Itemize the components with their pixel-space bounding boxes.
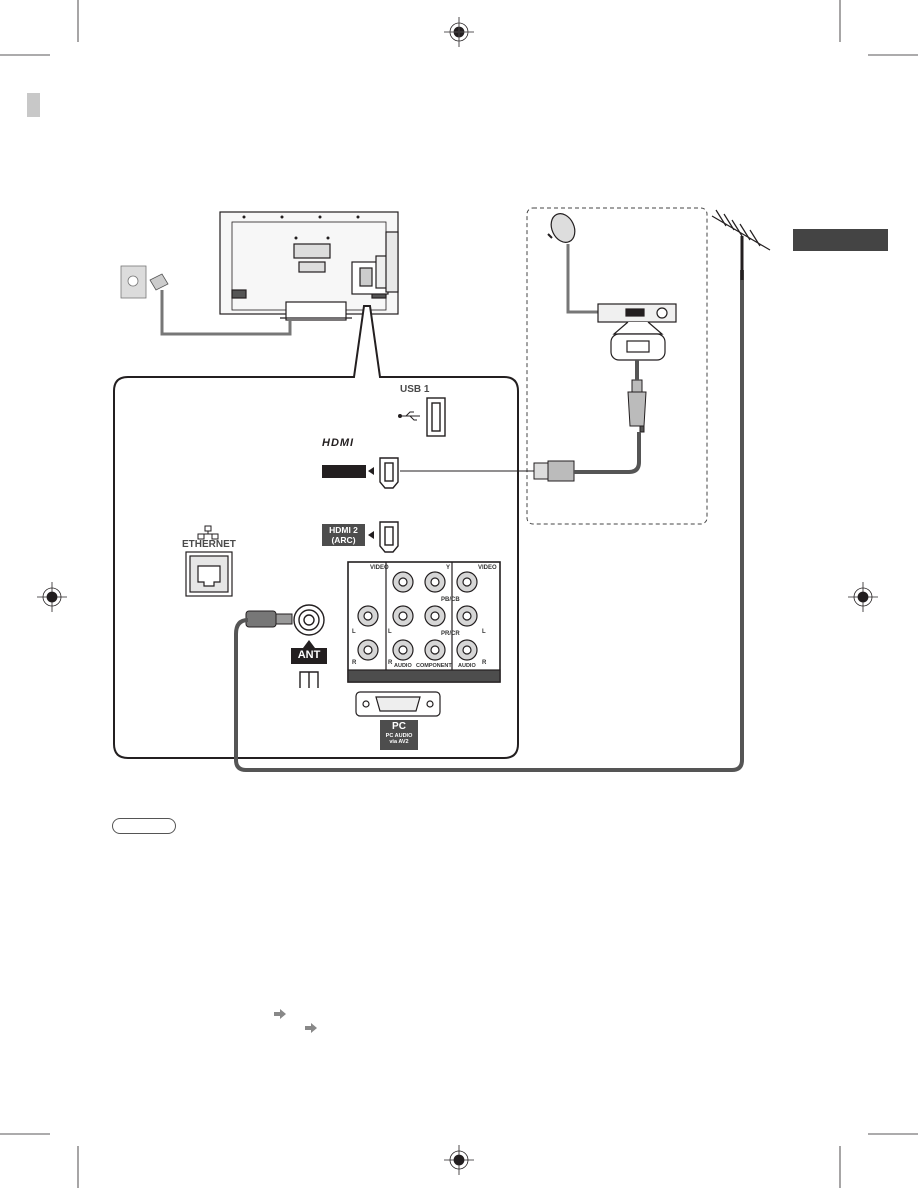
satellite-dish [547, 213, 576, 243]
av-r-left-label: R [352, 660, 357, 666]
hdmi2-badge: HDMI 2 (ARC) [322, 524, 365, 546]
hdmi1-arrow [368, 467, 374, 475]
reference-arrow-icon-2 [305, 1023, 317, 1033]
tv-rear-view [219, 211, 399, 321]
pc-audio-line1: PC AUDIO [385, 733, 413, 739]
tv-screw-dots [242, 215, 360, 240]
hdmi1-port [379, 457, 399, 489]
network-icon [197, 525, 219, 540]
hdmi2-port [379, 521, 399, 553]
power-cable [160, 290, 292, 336]
av-audio-mid-label: AUDIO [394, 663, 412, 669]
reference-arrow-icon-1 [274, 1009, 286, 1019]
av-pr-label: PR/CR [441, 631, 460, 637]
usb-port [426, 397, 446, 437]
antenna-symbol [299, 671, 319, 688]
av-r-right-label: R [482, 660, 487, 666]
antenna-port [293, 604, 325, 636]
mains-socket [120, 265, 147, 299]
av-r-mid-label: R [388, 660, 393, 666]
hdmi-logo: HDMI [322, 437, 355, 449]
ant-badge [291, 648, 327, 664]
registration-mark-top [444, 17, 474, 47]
pc-vga-port [355, 691, 441, 717]
ethernet-port [185, 551, 233, 597]
av-l-right-label: L [482, 629, 486, 635]
av-video-right-label: VIDEO [478, 565, 497, 571]
registration-mark-right [848, 582, 878, 612]
av-component-label: COMPONENT [416, 663, 452, 669]
dish-cable [566, 244, 598, 314]
av-l-mid-label: L [388, 629, 392, 635]
pc-audio-label: PC AUDIO via AV2 [380, 733, 418, 745]
av-l-left-label: L [352, 629, 356, 635]
av-video-left-label: VIDEO [370, 565, 389, 571]
av-y-label: Y [446, 565, 451, 571]
rear-panel-callout [113, 305, 519, 759]
rca-jacks [357, 571, 478, 661]
antenna-cable [234, 270, 744, 772]
pc-badge [380, 720, 418, 750]
ant-label: ANT [297, 649, 321, 661]
stb-hdmi-callout [610, 321, 666, 361]
ethernet-label: ETHERNET [182, 539, 236, 550]
hdmi2-label: HDMI 2 [329, 525, 358, 535]
av-audio-right-label: AUDIO [458, 663, 476, 669]
set-top-box [597, 303, 677, 323]
external-equipment-box [526, 207, 708, 525]
usb-icon [398, 411, 420, 421]
hdmi2-arc-label: (ARC) [331, 535, 356, 545]
hdmi-cable [533, 379, 647, 482]
mains-plug [149, 273, 169, 291]
hdmi2-arrow [368, 531, 374, 539]
note-label-pill [112, 818, 176, 834]
aerial [711, 209, 771, 280]
page-marker-square [27, 93, 40, 117]
usb-label: USB 1 [400, 384, 430, 395]
pc-label: PC [392, 721, 406, 732]
ant-arrow [303, 640, 315, 648]
registration-mark-left [37, 582, 67, 612]
hdmi1-label-badge [322, 465, 366, 478]
coax-plug [245, 610, 293, 628]
registration-mark-bottom [444, 1145, 474, 1175]
pc-audio-line2: via AV2 [389, 739, 409, 745]
hdmi-cable-wire [574, 360, 641, 474]
av-pb-label: PB/CB [441, 597, 460, 603]
section-tab [793, 229, 888, 251]
